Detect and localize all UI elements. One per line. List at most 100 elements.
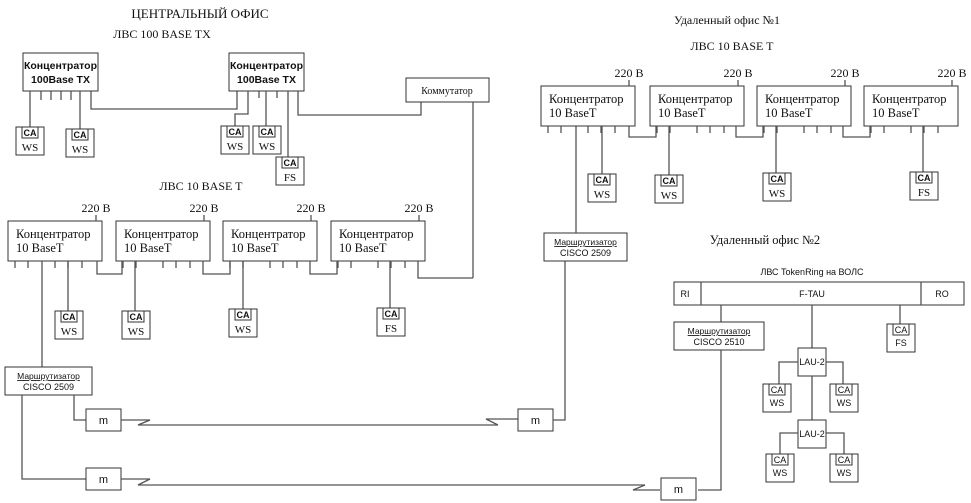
cable-ws: [779, 432, 798, 455]
power-label: 220 В: [614, 66, 643, 80]
fs-label: FS: [895, 338, 907, 348]
ri-label: RI: [681, 289, 690, 299]
ca-label: CA: [771, 385, 784, 395]
hub-box: [115, 220, 211, 262]
ca-adapter-box: [234, 308, 252, 321]
ca-adapter-box: [915, 171, 933, 184]
ws-label: WS: [72, 144, 89, 156]
router-model-label: CISCO 2509: [560, 248, 611, 258]
ws-label: WS: [61, 326, 78, 338]
lau-label: LAU-2: [799, 429, 825, 439]
ca-label: CA: [771, 174, 784, 184]
hub-box: [649, 85, 745, 127]
cable-hub-link: [309, 261, 338, 275]
hub-box: [863, 85, 959, 127]
modem-label: m: [99, 474, 108, 486]
router-label-line1: Маршрутизатор: [17, 371, 80, 381]
ca-adapter-box: [382, 307, 400, 320]
ca-adapter-box: [892, 323, 910, 336]
hub-label-line1: Концентратор: [16, 227, 90, 241]
switch: Коммутатор: [405, 77, 490, 103]
power-label: 220 В: [296, 201, 325, 215]
wan-link-2: [121, 478, 645, 486]
hub-label-line2: 10 BaseT: [16, 241, 64, 255]
modem-label: m: [531, 415, 540, 427]
modem-label: m: [99, 415, 108, 427]
modem-box: [660, 477, 697, 501]
title-remote1-lan: ЛВС 10 BASE T: [691, 39, 775, 53]
router-label-line1: Маршрутизатор: [688, 326, 751, 336]
title-remote-office-1: Удаленный офис №1: [674, 13, 780, 27]
ca-adapter-box: [127, 310, 145, 323]
ca-label: CA: [663, 176, 676, 186]
ca-label: CA: [74, 130, 87, 140]
router-model-label: CISCO 2510: [693, 337, 744, 347]
ws-label: WS: [773, 468, 788, 478]
ftau-label: F-TAU: [799, 289, 825, 299]
cable-hub-link: [842, 126, 871, 138]
ca-adapter-box: [771, 453, 789, 466]
ws-label: WS: [770, 398, 785, 408]
cable-ws: [778, 361, 798, 384]
title-remote2-lan: ЛВС TokenRing на ВОЛС: [760, 267, 864, 277]
modem-remote-2: m: [660, 477, 697, 501]
hub-label-line2: 10 BaseT: [658, 106, 706, 120]
modem-central-1: m: [85, 408, 122, 432]
ca-adapter-box: [60, 310, 78, 323]
title-central-office: ЦЕНТРАЛЬНЫЙ ОФИС: [131, 6, 268, 21]
cable-modem: [73, 395, 86, 421]
ca-adapter-box: [835, 453, 853, 466]
ws-label: WS: [227, 141, 244, 153]
cable-hub-link: [735, 126, 764, 138]
cable-router-modem: [553, 261, 566, 421]
ws-label: WS: [661, 190, 678, 202]
cable-hub-link: [202, 261, 231, 275]
ca-adapter-box: [660, 174, 678, 187]
lau-2-unit-1: LAU-2: [797, 347, 827, 377]
hub-label-line1: Концентратор: [24, 60, 97, 72]
ca-label: CA: [284, 158, 297, 168]
router-model-label: CISCO 2509: [23, 382, 74, 392]
ws-label: WS: [769, 188, 786, 200]
ws-label: WS: [837, 398, 852, 408]
hub-box: [228, 52, 305, 92]
workstation: CA WS: [587, 173, 617, 203]
ro-label: RO: [935, 289, 949, 299]
hub-label-line1: Концентратор: [872, 92, 946, 106]
hub-label-line2: 100Base TX: [31, 74, 90, 86]
title-central-lan-10: ЛВС 10 BASE T: [160, 179, 244, 193]
ws-label: WS: [594, 189, 611, 201]
station-box: [275, 156, 305, 186]
hub-label-line2: 10 BaseT: [549, 106, 597, 120]
power-label: 220 В: [189, 201, 218, 215]
cable-hub-link: [96, 261, 123, 275]
ca-label: CA: [596, 175, 609, 185]
hub-label-line1: Концентратор: [658, 92, 732, 106]
power-label: 220 В: [404, 201, 433, 215]
workstation: CA WS: [762, 172, 792, 202]
ca-label: CA: [261, 127, 274, 137]
ca-label: CA: [237, 310, 250, 320]
hub-label-line2: 10 BaseT: [339, 241, 387, 255]
hub-label-line2: 100Base TX: [237, 74, 296, 86]
ws-label: WS: [235, 324, 252, 336]
fs-label: FS: [385, 323, 397, 335]
modem-remote-1: m: [517, 408, 554, 432]
ca-label: CA: [895, 325, 908, 335]
router-box: [673, 321, 765, 351]
ca-adapter-box: [835, 383, 853, 396]
hub-label-line1: Концентратор: [230, 60, 303, 72]
fs-label: FS: [918, 187, 930, 199]
